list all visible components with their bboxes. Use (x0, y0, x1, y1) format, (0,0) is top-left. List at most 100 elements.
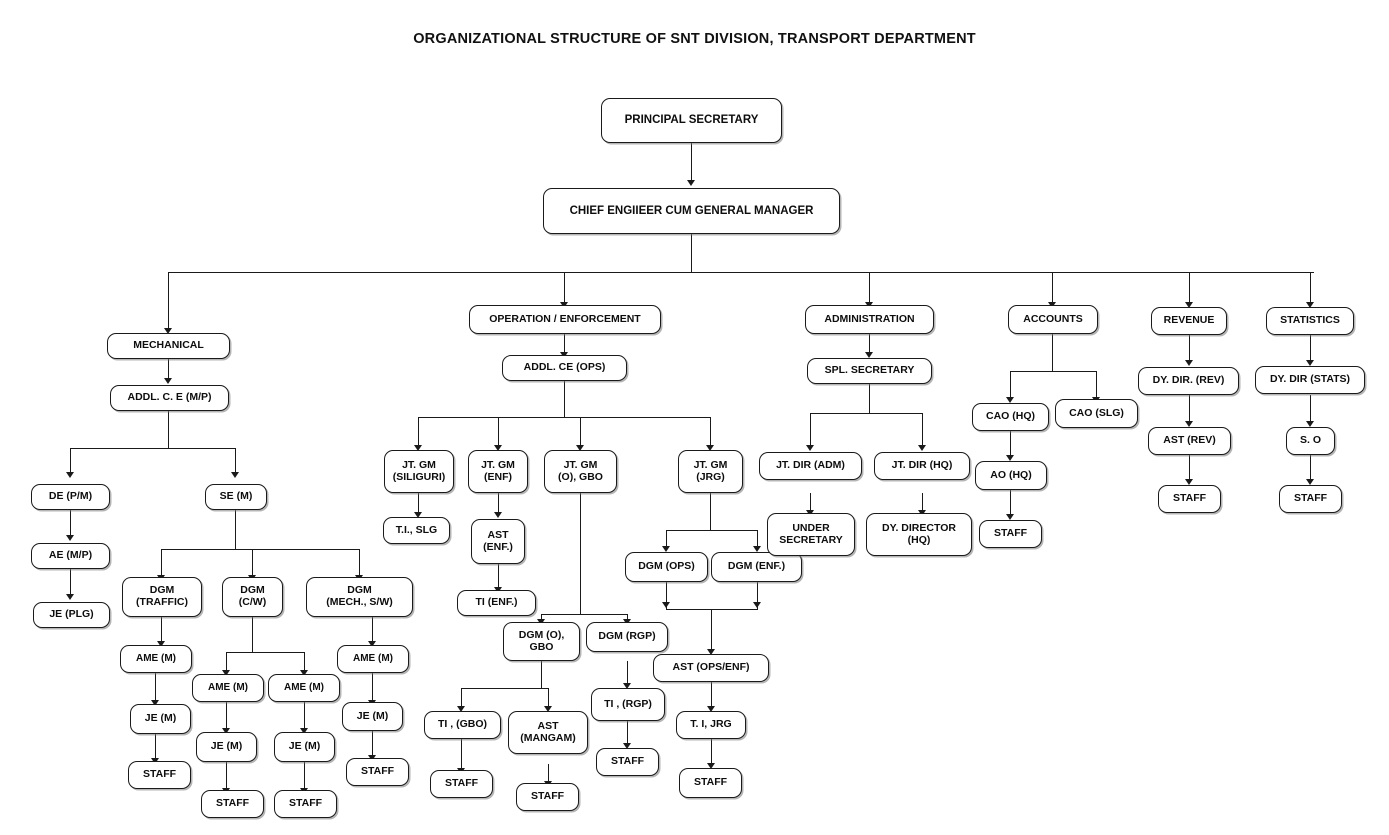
node-ast-ops-enf[interactable]: AST (OPS/ENF) (653, 654, 769, 682)
node-staff-accounts[interactable]: STAFF (979, 520, 1042, 548)
bus-jtgmogbo (541, 614, 627, 616)
node-jt-dir-hq[interactable]: JT. DIR (HQ) (874, 452, 970, 480)
drop-dgm-cw (252, 549, 254, 577)
node-staff-m-4[interactable]: STAFF (346, 758, 409, 786)
drop-ast-mangam (548, 688, 550, 708)
drop-revenue (1189, 272, 1191, 305)
node-je-plg[interactable]: JE (PLG) (33, 602, 110, 628)
node-staff-statistics[interactable]: STAFF (1279, 485, 1342, 513)
bus-dgmogbo2 (461, 688, 548, 690)
node-staff-rgp[interactable]: STAFF (596, 748, 659, 776)
node-under-secretary[interactable]: UNDER SECRETARY (767, 513, 855, 556)
node-chief-engineer-gm[interactable]: CHIEF ENGIIEER CUM GENERAL MANAGER (543, 188, 840, 234)
connector-jtdirhq-dydir (922, 493, 924, 512)
connector-dgmogbo-down2 (541, 661, 543, 689)
connector-sem-down (235, 510, 237, 550)
arrow-caohq-aohq (1006, 455, 1014, 461)
node-staff-gbo[interactable]: STAFF (430, 770, 493, 798)
node-staff-m-2[interactable]: STAFF (201, 790, 264, 818)
node-ti-gbo[interactable]: TI , (GBO) (424, 711, 501, 739)
drop-jtgm-enf (498, 417, 500, 447)
node-principal-secretary[interactable]: PRINCIPAL SECRETARY (601, 98, 782, 143)
drop-operation (564, 272, 566, 305)
node-addl-ce-mp[interactable]: ADDL. C. E (M/P) (110, 385, 229, 411)
connector-astenf-tienf (498, 564, 500, 589)
node-jt-gm-enf[interactable]: JT. GM (ENF) (468, 450, 528, 493)
node-cao-hq[interactable]: CAO (HQ) (972, 403, 1049, 431)
arrow-ame1-je1 (151, 700, 159, 706)
drop-dgmogbo (541, 614, 543, 623)
node-so[interactable]: S. O (1286, 427, 1335, 455)
node-cao-slg[interactable]: CAO (SLG) (1055, 399, 1138, 428)
node-jt-gm-o-gbo[interactable]: JT. GM (O), GBO (544, 450, 617, 493)
bus-splsec (810, 413, 923, 415)
node-addl-ce-ops[interactable]: ADDL. CE (OPS) (502, 355, 627, 381)
node-ame-m-2[interactable]: AME (M) (192, 674, 264, 702)
node-ame-m-1[interactable]: AME (M) (120, 645, 192, 673)
node-jt-gm-jrg[interactable]: JT. GM (JRG) (678, 450, 743, 493)
node-staff-jrg[interactable]: STAFF (679, 768, 742, 798)
connector-dgmtraffic-ame (161, 617, 163, 643)
connector-dgmrgp-tirgp (627, 661, 629, 685)
node-ast-rev[interactable]: AST (REV) (1148, 427, 1231, 455)
node-dgm-traffic[interactable]: DGM (TRAFFIC) (122, 577, 202, 617)
node-dy-dir-stats[interactable]: DY. DIR (STATS) (1255, 366, 1365, 394)
node-dgm-cw[interactable]: DGM (C/W) (222, 577, 283, 617)
node-ae-mp[interactable]: AE (M/P) (31, 543, 110, 569)
node-staff-revenue[interactable]: STAFF (1158, 485, 1221, 513)
node-spl-secretary[interactable]: SPL. SECRETARY (807, 358, 932, 384)
drop-mechanical (168, 272, 170, 331)
node-dgm-rgp[interactable]: DGM (RGP) (586, 622, 668, 652)
node-dgm-enf[interactable]: DGM (ENF.) (711, 552, 802, 582)
node-statistics[interactable]: STATISTICS (1266, 307, 1354, 335)
node-administration[interactable]: ADMINISTRATION (805, 305, 934, 334)
node-je-m-1[interactable]: JE (M) (130, 704, 191, 734)
node-dgm-mech-sw[interactable]: DGM (MECH., S/W) (306, 577, 413, 617)
node-ti-rgp[interactable]: TI , (RGP) (591, 688, 665, 721)
connector-je3-staff3 (304, 762, 306, 790)
connector-jtgmjrg-down (710, 493, 712, 531)
node-staff-mangam[interactable]: STAFF (516, 783, 579, 811)
node-de-pm[interactable]: DE (P/M) (31, 484, 110, 510)
node-ti-jrg[interactable]: T. I, JRG (676, 711, 746, 739)
node-mechanical[interactable]: MECHANICAL (107, 333, 230, 359)
node-ame-m-3[interactable]: AME (M) (268, 674, 340, 702)
arrow-so-staff (1306, 479, 1314, 485)
node-jt-gm-siliguri[interactable]: JT. GM (SILIGURI) (384, 450, 454, 493)
drop-jtdir-hq (922, 413, 924, 447)
node-accounts[interactable]: ACCOUNTS (1008, 305, 1098, 334)
node-jt-dir-adm[interactable]: JT. DIR (ADM) (759, 452, 862, 480)
node-dgm-o-gbo[interactable]: DGM (O), GBO (503, 622, 580, 661)
connector-jtgmenf-astenf (498, 493, 500, 514)
node-ti-slg[interactable]: T.I., SLG (383, 517, 450, 544)
drop-jtdir-adm (810, 413, 812, 447)
node-ti-enf[interactable]: TI (ENF.) (457, 590, 536, 616)
node-se-m[interactable]: SE (M) (205, 484, 267, 510)
drop-dgm-ops (666, 530, 668, 548)
node-je-m-3[interactable]: JE (M) (274, 732, 335, 762)
connector-ame4-je4 (372, 673, 374, 702)
node-dy-director-hq[interactable]: DY. DIRECTOR (HQ) (866, 513, 972, 556)
drop-dgmrgp (627, 614, 629, 623)
connector-dgmcw-down (252, 617, 254, 653)
node-ast-enf[interactable]: AST (ENF.) (471, 519, 525, 564)
arrow-stats-dydirstats (1306, 360, 1314, 366)
node-revenue[interactable]: REVENUE (1151, 307, 1227, 335)
node-je-m-4[interactable]: JE (M) (342, 702, 403, 731)
node-je-m-2[interactable]: JE (M) (196, 732, 257, 762)
arrow-dgmenf-merge (753, 602, 761, 608)
node-ao-hq[interactable]: AO (HQ) (975, 461, 1047, 490)
node-staff-m-1[interactable]: STAFF (128, 761, 191, 789)
connector-revenue-dydirrev (1189, 334, 1191, 362)
node-dy-dir-rev[interactable]: DY. DIR. (REV) (1138, 367, 1239, 395)
drop-dgm-enf (757, 530, 759, 548)
node-staff-m-3[interactable]: STAFF (274, 790, 337, 818)
drop-jtgm-siliguri (418, 417, 420, 447)
arrow-revenue (1185, 302, 1193, 308)
node-dgm-ops[interactable]: DGM (OPS) (625, 552, 708, 582)
arrow-dydirstats-so (1306, 421, 1314, 427)
node-operation-enforcement[interactable]: OPERATION / ENFORCEMENT (469, 305, 661, 334)
node-ame-m-4[interactable]: AME (M) (337, 645, 409, 673)
node-ast-mangam[interactable]: AST (MANGAM) (508, 711, 588, 754)
arrow-ame3 (300, 670, 308, 676)
